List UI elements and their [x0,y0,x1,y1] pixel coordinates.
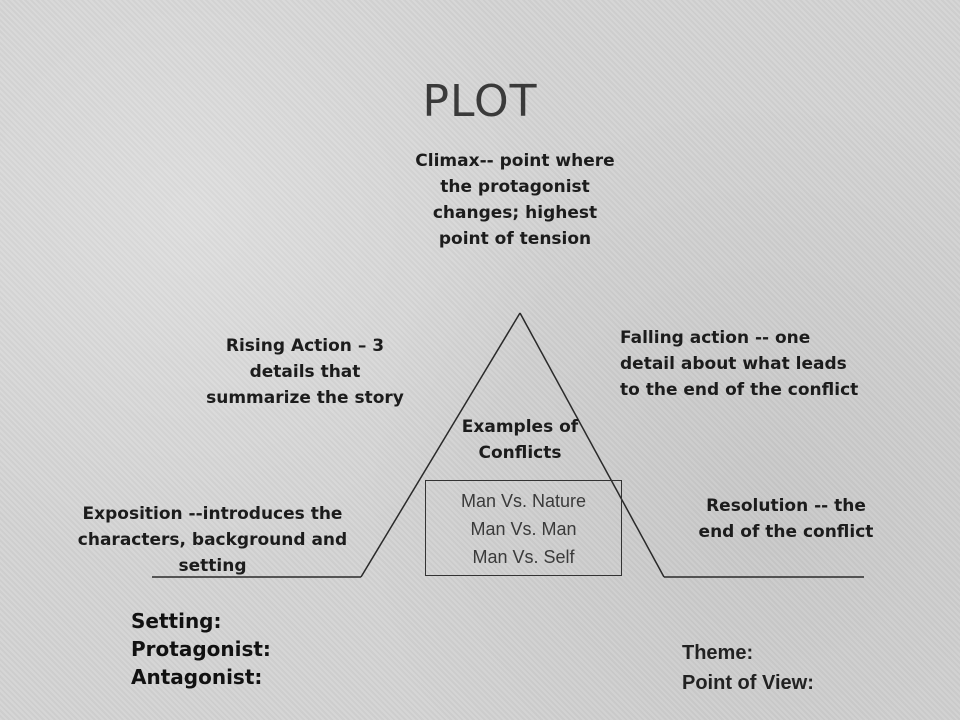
theme-label: Theme: [682,642,754,664]
antagonist-label: Antagonist: [131,665,263,689]
setting-label: Setting: [131,609,222,633]
story-elements-right: Theme: Point of View: [682,638,814,698]
page-title: PLOT [422,76,538,127]
rising-line [360,312,521,578]
examples-heading: Examples of Conflicts [461,417,579,463]
conflict-item: Man Vs. Self [472,547,575,567]
conflict-item: Man Vs. Man [470,519,577,539]
protagonist-label: Protagonist: [131,637,271,661]
falling-action-label: Falling action -- one detail about what … [620,328,859,400]
story-elements-left: Setting: Protagonist: Antagonist: [131,607,271,691]
conflict-item: Man Vs. Nature [460,491,587,511]
conflicts-box: Man Vs. Nature Man Vs. Man Man Vs. Self [425,480,622,576]
climax-label: Climax-- point where the protagonist cha… [415,151,615,249]
falling-line [519,312,665,578]
exposition-label: Exposition --introduces the characters, … [77,504,348,576]
resolution-label: Resolution -- the end of the conflict [698,496,874,542]
rising-action-label: Rising Action – 3 details that summarize… [206,336,404,408]
point-of-view-label: Point of View: [682,672,814,694]
